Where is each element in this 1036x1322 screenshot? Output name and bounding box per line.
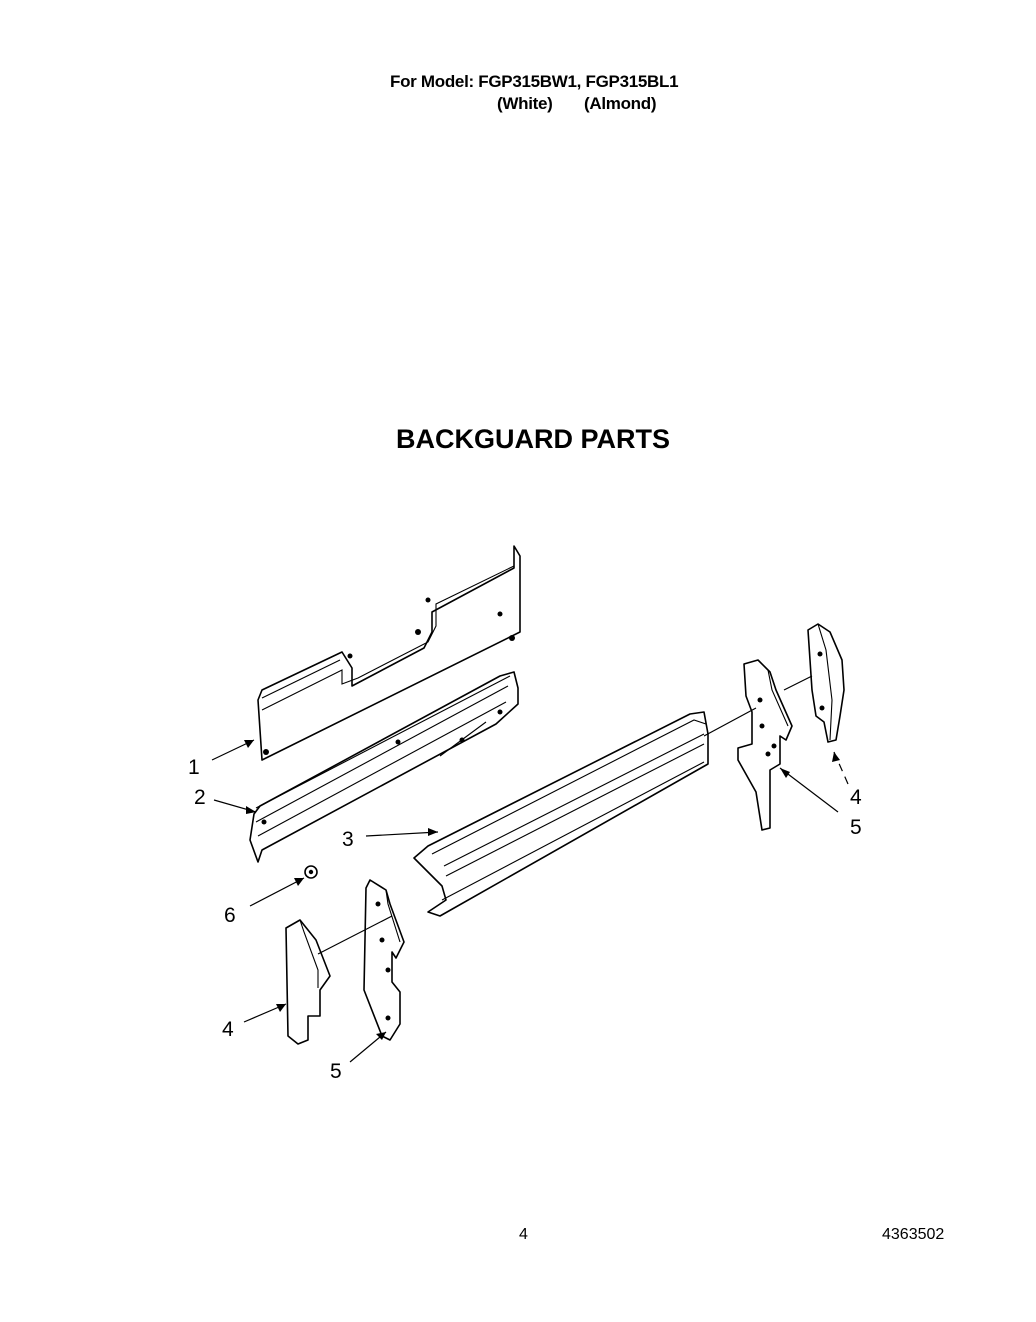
part-1-backguard-panel: [257, 545, 521, 761]
callout-3: 3: [342, 828, 354, 851]
part-4-right-end-cap: [807, 623, 845, 743]
callout-2: 2: [194, 786, 206, 809]
callout-4-left: 4: [222, 1018, 234, 1041]
model-line: For Model: FGP315BW1, FGP315BL1: [390, 72, 679, 91]
variant-white-label: (White): [497, 94, 553, 113]
part-5-right-end-bracket: [737, 659, 793, 831]
part-6-screw: [304, 865, 318, 879]
page-title: BACKGUARD PARTS: [396, 424, 670, 454]
callout-5-right: 5: [850, 816, 862, 839]
callout-5-left: 5: [330, 1060, 342, 1083]
callout-1: 1: [188, 756, 200, 779]
variant-almond-label: (Almond): [584, 94, 657, 113]
assembly-guide-lines: [317, 675, 813, 955]
callout-4-right: 4: [850, 786, 862, 809]
part-4-left-end-cap: [285, 919, 331, 1045]
part-3-backguard-trim: [413, 711, 709, 917]
page-number: 4: [519, 1226, 528, 1243]
part-5-left-end-bracket: [363, 879, 405, 1041]
part-2-support-channel: [249, 671, 519, 863]
document-number: 4363502: [882, 1226, 945, 1243]
callout-6: 6: [224, 904, 236, 927]
callout-leaders: [211, 739, 849, 1063]
